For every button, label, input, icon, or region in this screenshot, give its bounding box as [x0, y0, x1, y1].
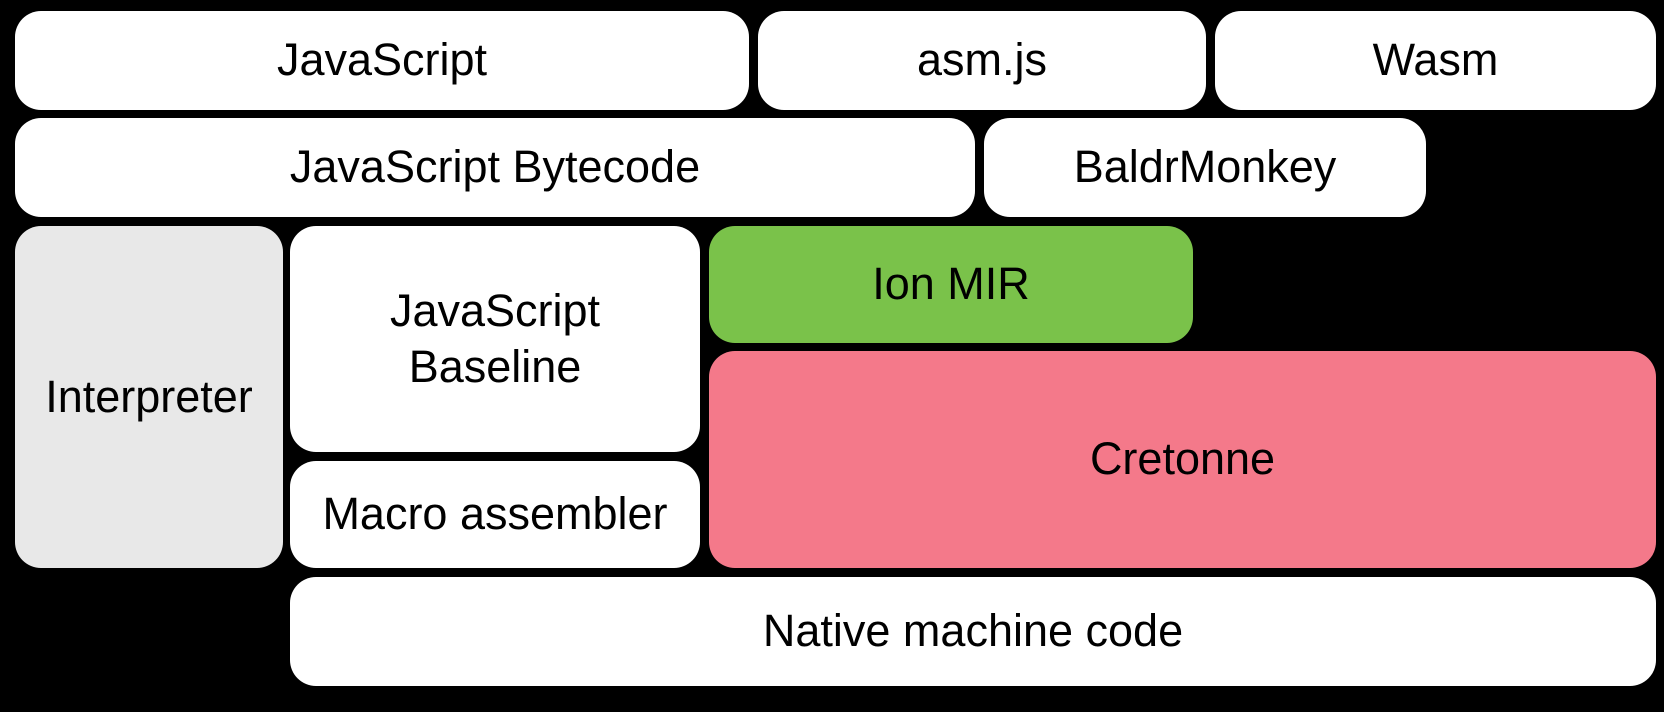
node-ion-mir-label: Ion MIR [872, 258, 1030, 310]
node-asm-js: asm.js [758, 11, 1206, 110]
node-interpreter: Interpreter [15, 226, 283, 568]
node-native-machine-code-label: Native machine code [762, 605, 1184, 657]
node-cretonne-label: Cretonne [1089, 433, 1276, 485]
node-macro-assembler: Macro assembler [290, 461, 700, 568]
node-javascript-label: JavaScript [276, 34, 488, 86]
node-javascript-baseline-label: JavaScript Baseline [389, 284, 601, 392]
node-javascript: JavaScript [15, 11, 749, 110]
node-wasm: Wasm [1215, 11, 1656, 110]
node-cretonne: Cretonne [709, 351, 1656, 568]
node-javascript-bytecode-label: JavaScript Bytecode [289, 141, 701, 193]
node-asm-js-label: asm.js [916, 34, 1047, 86]
node-interpreter-label: Interpreter [45, 370, 253, 422]
node-javascript-baseline: JavaScript Baseline [290, 226, 700, 452]
node-wasm-label: Wasm [1372, 34, 1499, 86]
node-ion-mir: Ion MIR [709, 226, 1193, 343]
node-macro-assembler-label: Macro assembler [322, 488, 668, 540]
node-native-machine-code: Native machine code [290, 577, 1656, 686]
node-baldrmonkey-label: BaldrMonkey [1073, 141, 1337, 193]
node-baldrmonkey: BaldrMonkey [984, 118, 1426, 217]
node-javascript-bytecode: JavaScript Bytecode [15, 118, 975, 217]
